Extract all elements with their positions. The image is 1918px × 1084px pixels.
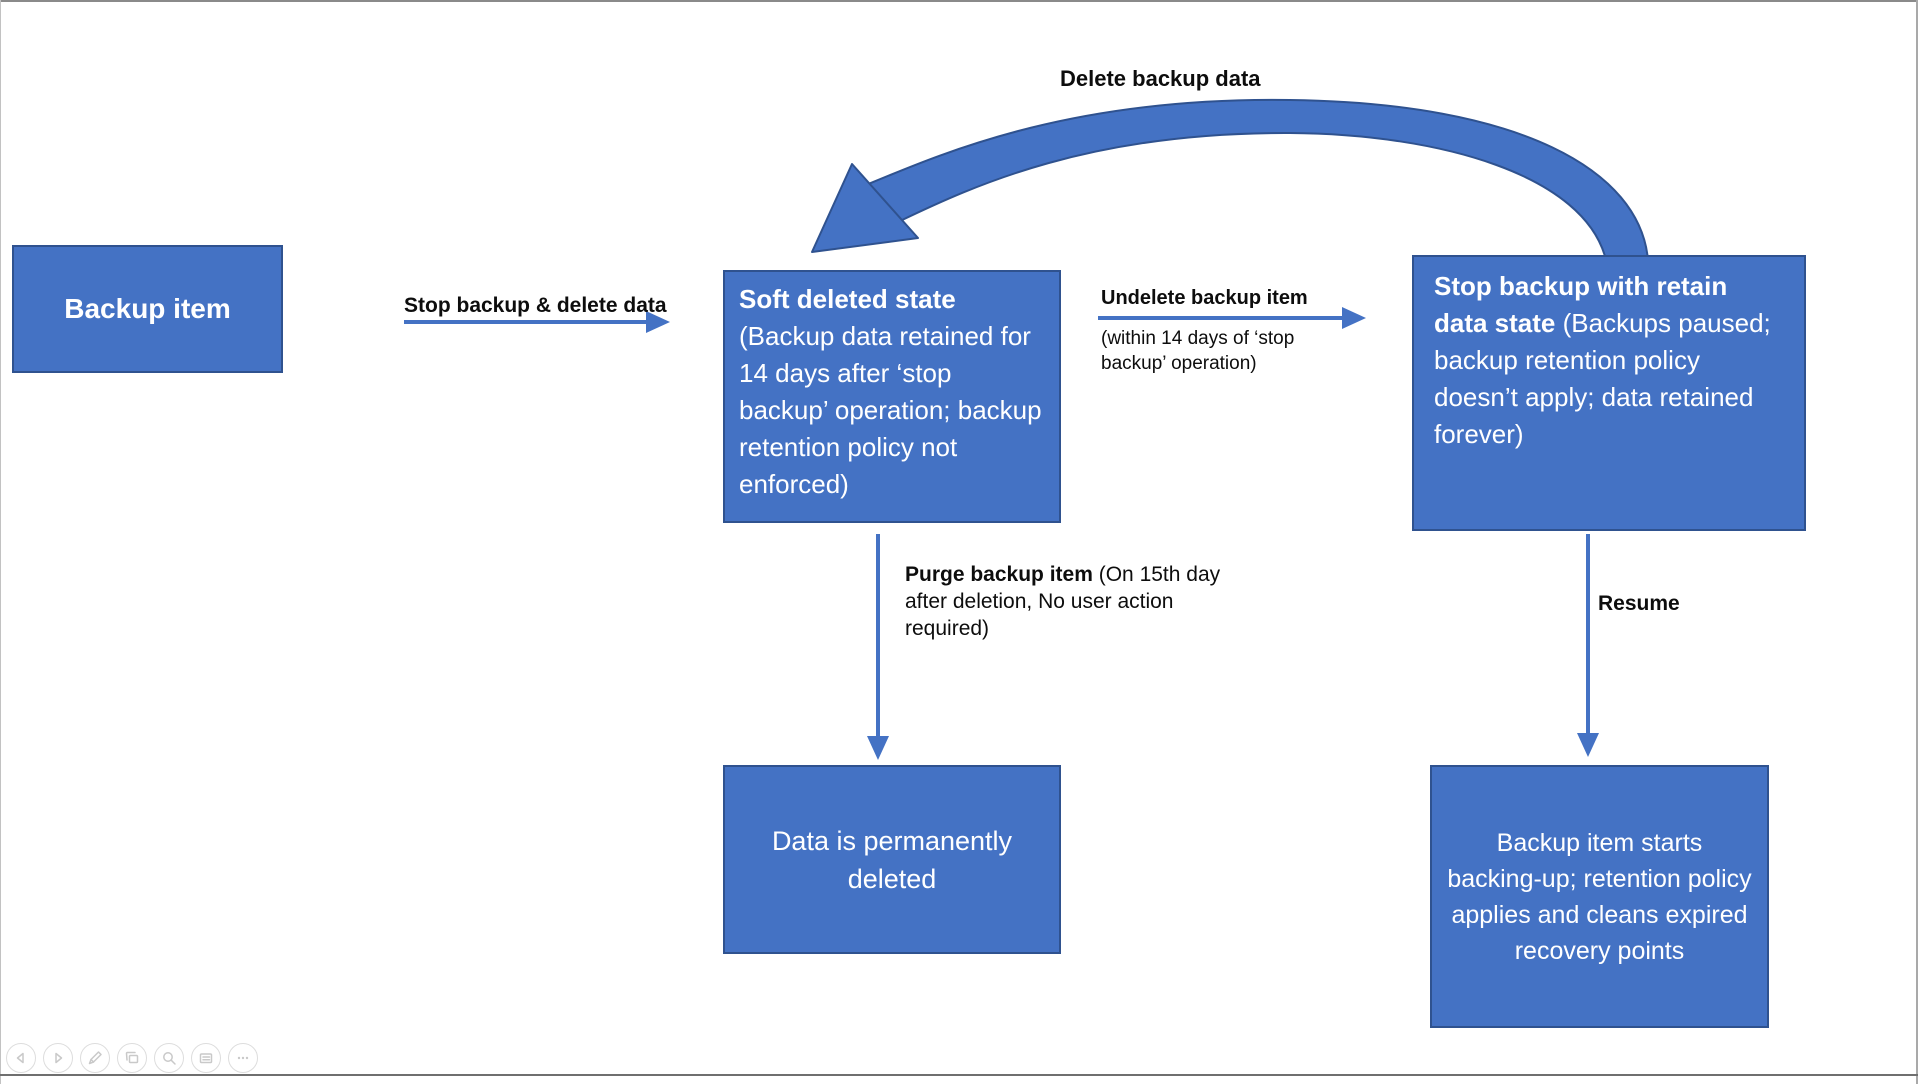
soft-deleted-state-node: Soft deleted state (Backup data retained… (723, 270, 1061, 523)
zoom-icon (160, 1049, 178, 1067)
window-top-edge (0, 0, 1918, 2)
resume-arrow (1577, 534, 1599, 757)
delete-backup-data-arrow (811, 98, 1649, 261)
backup-item-label: Backup item (64, 293, 231, 324)
undelete-backup-item-label: Undelete backup item (1101, 287, 1308, 309)
previous-arrow-icon (12, 1049, 30, 1067)
more-button[interactable] (228, 1043, 258, 1073)
stop-backup-delete-label: Stop backup & delete data (404, 294, 667, 317)
slides-icon (123, 1049, 141, 1067)
purge-label-bold: Purge backup item (905, 563, 1093, 586)
backup-item-node: Backup item (12, 245, 283, 373)
notes-icon (197, 1049, 215, 1067)
zoom-button[interactable] (154, 1043, 184, 1073)
window-right-edge (1916, 0, 1918, 1084)
undelete-backup-item-sublabel: (within 14 days of ‘stop backup’ operati… (1101, 328, 1295, 374)
pen-button[interactable] (80, 1043, 110, 1073)
backup-resumed-node: Backup item starts backing-up; retention… (1430, 765, 1769, 1028)
pen-icon (86, 1049, 104, 1067)
purge-arrow (867, 534, 889, 760)
data-deleted-label: Data is permanently deleted (771, 825, 1013, 894)
delete-backup-data-label: Delete backup data (1060, 66, 1261, 91)
window-left-edge (0, 0, 1, 1084)
next-button[interactable] (43, 1043, 73, 1073)
window-bottom-edge (0, 1074, 1918, 1076)
soft-deleted-title: Soft deleted state (739, 284, 956, 314)
stop-retain-body: (Backups paused; backup retention policy… (1434, 308, 1771, 449)
stop-retain-title: Stop backup with retain data state (1434, 271, 1728, 338)
viewer-toolbar (6, 1043, 258, 1073)
data-deleted-node: Data is permanently deleted (723, 765, 1061, 954)
stop-retain-state-node: Stop backup with retain data state (Back… (1412, 255, 1806, 531)
notes-button[interactable] (191, 1043, 221, 1073)
slides-button[interactable] (117, 1043, 147, 1073)
resume-label: Resume (1598, 592, 1680, 615)
next-arrow-icon (49, 1049, 67, 1067)
soft-deleted-body: (Backup data retained for 14 days after … (739, 321, 1042, 499)
purge-label-detail: (On 15th day after deletion, No user act… (905, 563, 1221, 640)
backup-resumed-label: Backup item starts backing-up; retention… (1447, 828, 1752, 965)
purge-backup-item-label: Purge backup item (On 15th day after del… (905, 561, 1227, 642)
more-options-icon (234, 1049, 252, 1067)
previous-button[interactable] (6, 1043, 36, 1073)
